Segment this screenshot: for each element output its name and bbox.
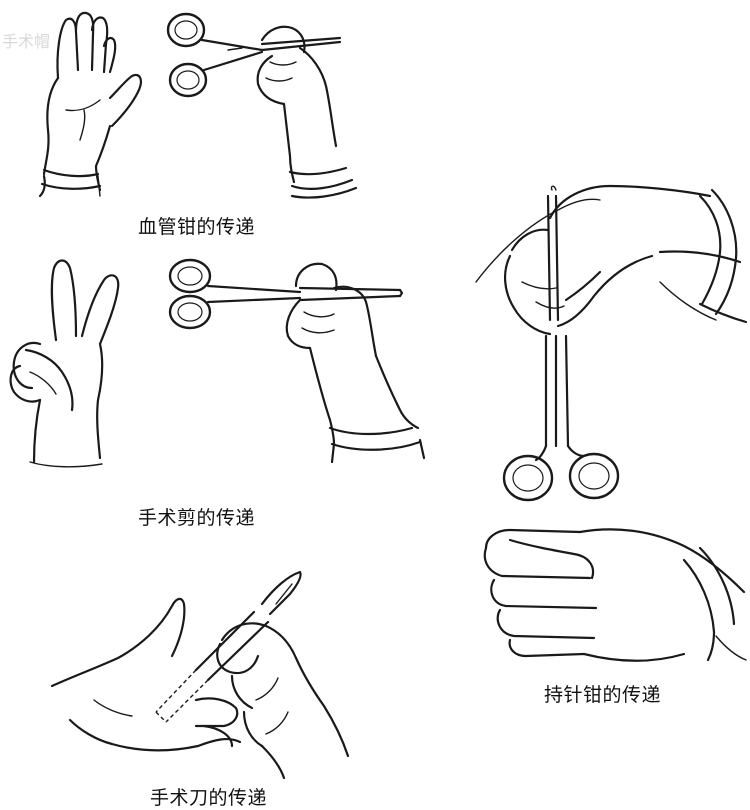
- caption-needle-holder: 持针钳的传递: [544, 684, 662, 706]
- caption-scalpel: 手术刀的传递: [150, 787, 268, 809]
- scissors-handing-hand: [168, 258, 426, 464]
- watermark-logo: 手术帽: [2, 32, 51, 51]
- v-sign-hand: [9, 259, 120, 468]
- caption-scissors: 手术剪的传递: [138, 507, 256, 529]
- needle-holder-handing-hand: [475, 184, 748, 502]
- receiving-fist-hand: [483, 528, 747, 662]
- caption-hemostat: 血管钳的传递: [138, 216, 256, 238]
- open-palm-hand: [38, 11, 142, 198]
- scalpel-passing-hands: [50, 570, 350, 780]
- hemostat-handing-hand: [166, 12, 358, 199]
